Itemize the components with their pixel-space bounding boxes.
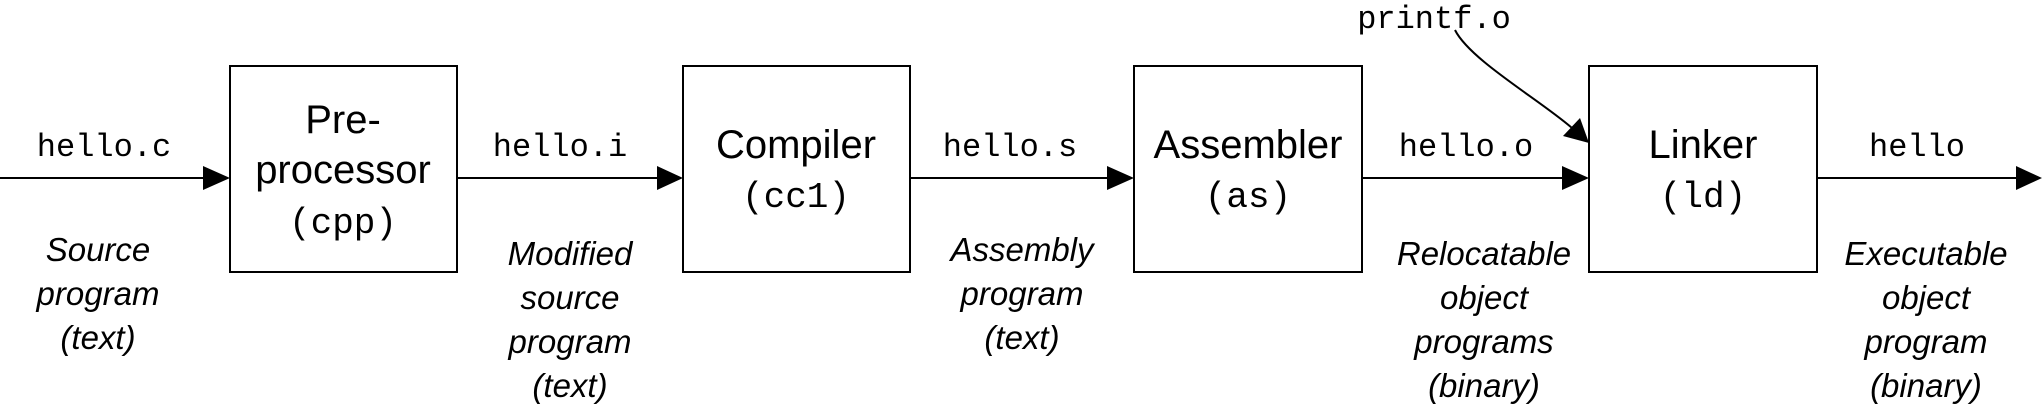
printf-input-group: printf.o <box>1357 1 1589 143</box>
preprocessor-output-description-line-3: program <box>508 323 632 360</box>
assembler-output-file: hello.o <box>1399 129 1533 166</box>
compiler-output-arrow-head <box>1107 166 1134 190</box>
assembler-output-description-line-2: object <box>1440 279 1530 316</box>
assembler-output-description-line-1: Relocatable <box>1397 235 1571 272</box>
assembler-name: Assembler <box>1154 123 1343 167</box>
preprocessor-output-file: hello.i <box>493 129 627 166</box>
preprocessor-stage: Pre- processor (cpp) <box>229 65 458 273</box>
linker-command: (ld) <box>1660 177 1746 218</box>
input-file-label: hello.c <box>37 129 171 166</box>
assembler-output-arrow-head <box>1562 166 1589 190</box>
compiler-output-description-line-3: (text) <box>984 319 1059 356</box>
preprocessor-output-description-line-1: Modified <box>508 235 634 272</box>
linker-name: Linker <box>1649 123 1758 167</box>
preprocessor-name-line-1: Pre- <box>305 98 381 142</box>
assembler-command: (as) <box>1205 177 1291 218</box>
compiler-name: Compiler <box>716 123 876 167</box>
printf-arrow <box>1454 29 1573 129</box>
compiler-stage: Compiler (cc1) <box>682 65 911 273</box>
assembler-output-group: hello.o Relocatable object programs (bin… <box>1362 129 1589 404</box>
compiler-box <box>682 65 911 273</box>
preprocessor-output-description-line-2: source <box>520 279 619 316</box>
linker-output-description-line-3: program <box>1864 323 1988 360</box>
preprocessor-output-group: hello.i Modified source program (text) <box>457 129 683 404</box>
assembler-stage: Assembler (as) <box>1133 65 1363 273</box>
linker-output-arrow-head <box>2016 166 2042 190</box>
input-description-line-3: (text) <box>60 319 135 356</box>
printf-arrow-head <box>1563 118 1589 143</box>
assembler-output-description-line-3: programs <box>1413 323 1553 360</box>
linker-output-group: hello Executable object program (binary) <box>1817 129 2042 404</box>
linker-output-description-line-2: object <box>1882 279 1972 316</box>
preprocessor-box <box>229 65 458 273</box>
input-description-line-2: program <box>36 275 160 312</box>
linker-output-description-line-4: (binary) <box>1870 367 1982 404</box>
linker-output-description-line-1: Executable <box>1844 235 2007 272</box>
compiler-command: (cc1) <box>742 177 850 218</box>
linker-output-file: hello <box>1869 129 1965 166</box>
input-file-group: hello.c Source program (text) <box>0 129 230 356</box>
preprocessor-command: (cpp) <box>289 203 397 244</box>
compiler-output-file: hello.s <box>943 129 1077 166</box>
assembler-box <box>1133 65 1363 273</box>
compiler-output-description-line-1: Assembly <box>948 231 1096 268</box>
assembler-output-description-line-4: (binary) <box>1428 367 1540 404</box>
preprocessor-name-line-2: processor <box>255 148 431 192</box>
linker-box <box>1588 65 1818 273</box>
compiler-output-description-line-2: program <box>960 275 1084 312</box>
preprocessor-output-arrow-head <box>657 166 683 190</box>
input-description-line-1: Source <box>46 231 151 268</box>
printf-file-label: printf.o <box>1357 1 1511 38</box>
compiler-output-group: hello.s Assembly program (text) <box>910 129 1134 356</box>
linker-stage: Linker (ld) <box>1588 65 1818 273</box>
input-arrow-head <box>203 166 230 190</box>
preprocessor-output-description-line-4: (text) <box>532 367 607 404</box>
